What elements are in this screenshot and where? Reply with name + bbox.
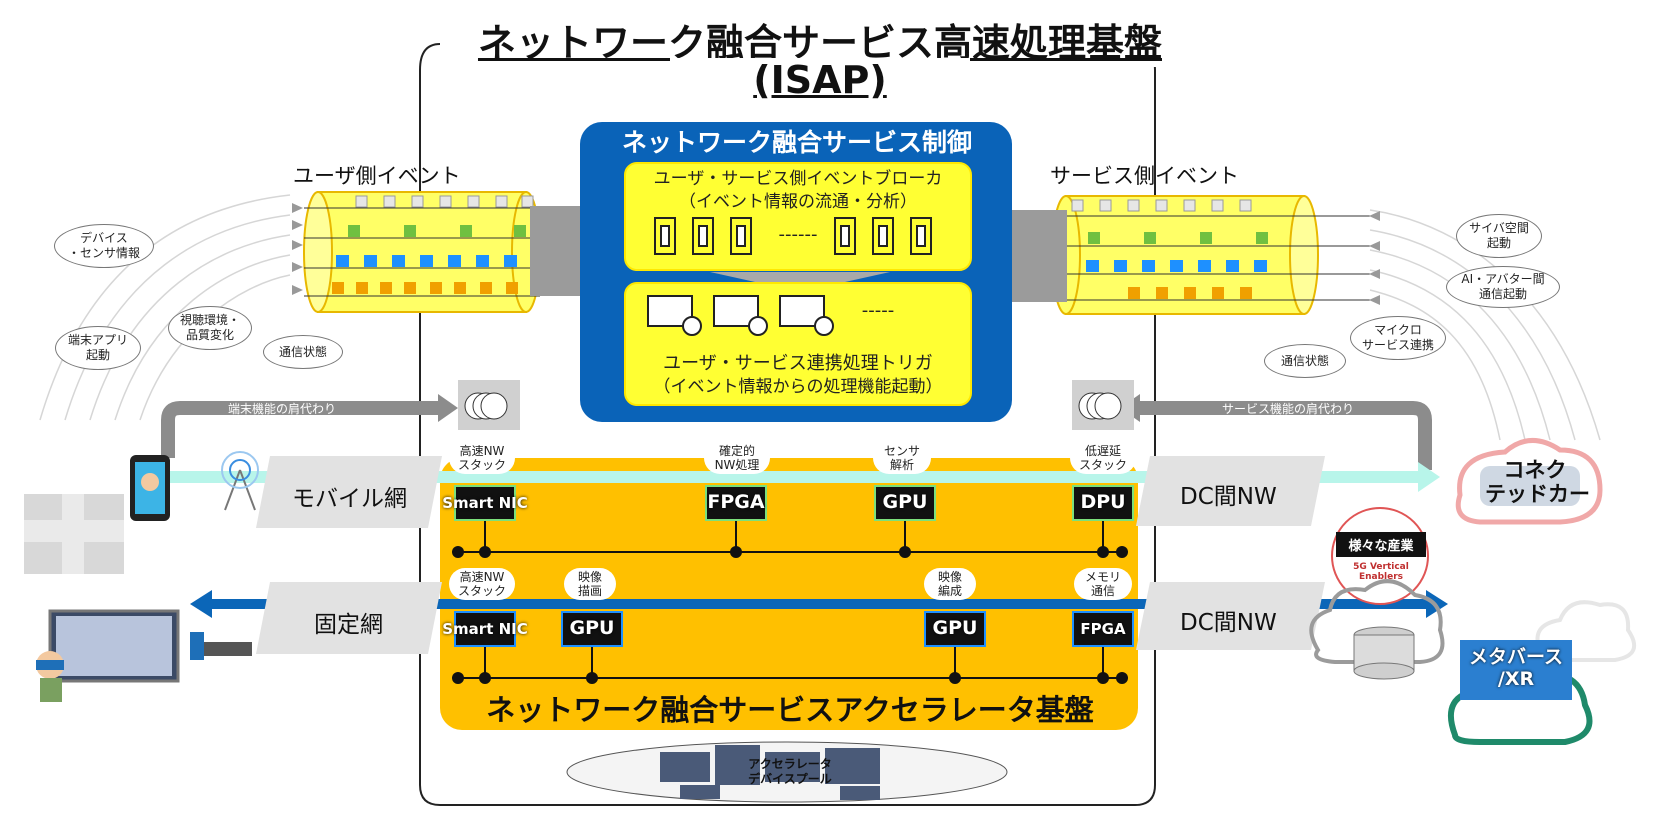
chip-smartnic-bottom: [454, 611, 516, 647]
user-bubble-app-launch: 端末アプリ 起動: [55, 326, 141, 370]
accelerator-title: ネットワーク融合サービスアクセラレータ基盤: [486, 693, 1094, 727]
left-stack-icon: [458, 380, 520, 430]
chip-smartnic-top: [454, 485, 516, 521]
chip-gpu-bottom-2: [924, 611, 986, 647]
industries-logo-text: 5G Vertical Enablers: [1353, 562, 1409, 582]
service-event-input-arrows: [1369, 211, 1380, 305]
fixed-band-shape: [256, 582, 442, 654]
service-offload-label: サービス機能の肩代わり: [1222, 402, 1355, 416]
dc-top-band-shape: [1136, 456, 1325, 526]
dc-network-label-top: DC間NW: [1180, 484, 1277, 510]
connected-car-icon: [1455, 438, 1603, 525]
chip-label-gpu-bottom-2: GPU: [932, 617, 978, 639]
broker-ellipsis: ------: [778, 224, 818, 245]
user-bubble-viewing-quality: 視聴環境・ 品質変化: [168, 306, 252, 350]
service-events-label: サービス側イベント: [1050, 164, 1239, 188]
user-bubble-comm-status: 通信状態: [263, 335, 343, 369]
mobile-network-label: モバイル網: [292, 486, 407, 512]
right-event-pipe: [1005, 210, 1067, 302]
service-bubble-microservice: マイクロ サービス連携: [1350, 316, 1446, 360]
trigger-code-icons: [647, 295, 834, 336]
right-stack-icon: [1072, 380, 1134, 430]
metaverse-label: メタバース /XR: [1468, 646, 1564, 690]
fixed-network-label: 固定網: [314, 612, 383, 638]
accelerator-buses: [458, 515, 1122, 679]
chip-label-smartnic-bottom: Smart NIC: [442, 620, 528, 638]
cell-tower-icon: [221, 451, 259, 511]
terminal-offload-arrow: [161, 401, 440, 458]
service-bubble-ai-avatar: AI・アバター間 通信起動: [1446, 266, 1560, 308]
user-bubble-device-sensor: デバイス ・センサ情報: [54, 224, 154, 268]
page-title-line1: ネットワーク融合サービス高速処理基盤: [440, 12, 1200, 67]
service-offload-arrow: [1138, 401, 1432, 470]
chip-bubble-gpu-bottom-1: 映像 描画: [564, 568, 616, 600]
mobile-network-line: [150, 471, 1420, 483]
chip-bubble-dpu-top: 低遅延 スタック: [1070, 442, 1136, 474]
bus-nodes: [452, 546, 1128, 684]
mobile-band-shape: [256, 456, 442, 528]
fixed-network-line: [210, 599, 1428, 609]
broker-title: ユーザ・サービス側イベントブローカ: [653, 169, 943, 189]
dc-bottom-band-shape: [1136, 582, 1325, 650]
device-pool-chips: [660, 745, 880, 800]
chip-label-dpu-top: DPU: [1080, 491, 1126, 513]
wifi-router-icon: [190, 632, 252, 660]
service-bubble-comm-status: 通信状態: [1264, 344, 1346, 378]
chip-bubble-fpga-top: 確定的 NW処理: [704, 442, 770, 474]
chip-bubble-smartnic-bottom: 高速NW スタック: [449, 568, 515, 600]
chip-bubble-fpga-bottom: メモリ 通信: [1074, 568, 1132, 600]
control-title: ネットワーク融合サービス制御: [621, 128, 972, 157]
page-title-line2: (ISAP): [670, 58, 970, 102]
chip-label-gpu-bottom-1: GPU: [569, 617, 615, 639]
chip-label-smartnic-top: Smart NIC: [442, 494, 528, 512]
device-pool-label: アクセラレータ デバイスプール: [748, 757, 832, 786]
chip-fpga-top: [705, 485, 767, 521]
trigger-ellipsis: -----: [861, 300, 895, 321]
user-event-cylinder: [303, 191, 541, 313]
chip-fpga-bottom: [1072, 611, 1134, 647]
chip-dpu-top: [1072, 485, 1134, 521]
trigger-box: [624, 282, 972, 406]
connected-car-label: コネク テッドカー: [1485, 458, 1590, 506]
dc-network-label-bottom: DC間NW: [1180, 610, 1277, 636]
industries-label: 様々な産業: [1336, 532, 1426, 557]
broker-queue-icons: [654, 217, 932, 255]
chip-bubble-gpu-bottom-2: 映像 編成: [924, 568, 976, 600]
trigger-subtitle: （イベント情報からの処理機能起動）: [653, 377, 943, 397]
user-event-input-arrows: [292, 203, 303, 295]
trigger-title: ユーザ・サービス連携処理トリガ: [663, 353, 933, 374]
service-bubble-cyber-space: サイバ空間 起動: [1456, 214, 1542, 258]
chip-gpu-top: [874, 485, 936, 521]
cloud-database-icon: [1309, 579, 1445, 680]
chip-gpu-bottom-1: [561, 611, 623, 647]
chip-bubble-gpu-top: センサ 解析: [873, 442, 931, 474]
chip-label-gpu-top: GPU: [882, 491, 928, 513]
chip-label-fpga-bottom: FPGA: [1080, 620, 1126, 638]
metaverse-icon: [1448, 640, 1593, 745]
accelerator-platform: [440, 458, 1138, 730]
broker-subtitle: （イベント情報の流通・分析）: [679, 192, 917, 212]
user-events-label: ユーザ側イベント: [293, 164, 461, 188]
service-event-cylinder: [1051, 195, 1372, 315]
chip-label-fpga-top: FPGA: [707, 491, 765, 513]
chip-bubble-smartnic-top: 高速NW スタック: [449, 442, 515, 474]
terminal-offload-label: 端末機能の肩代わり: [228, 402, 337, 416]
